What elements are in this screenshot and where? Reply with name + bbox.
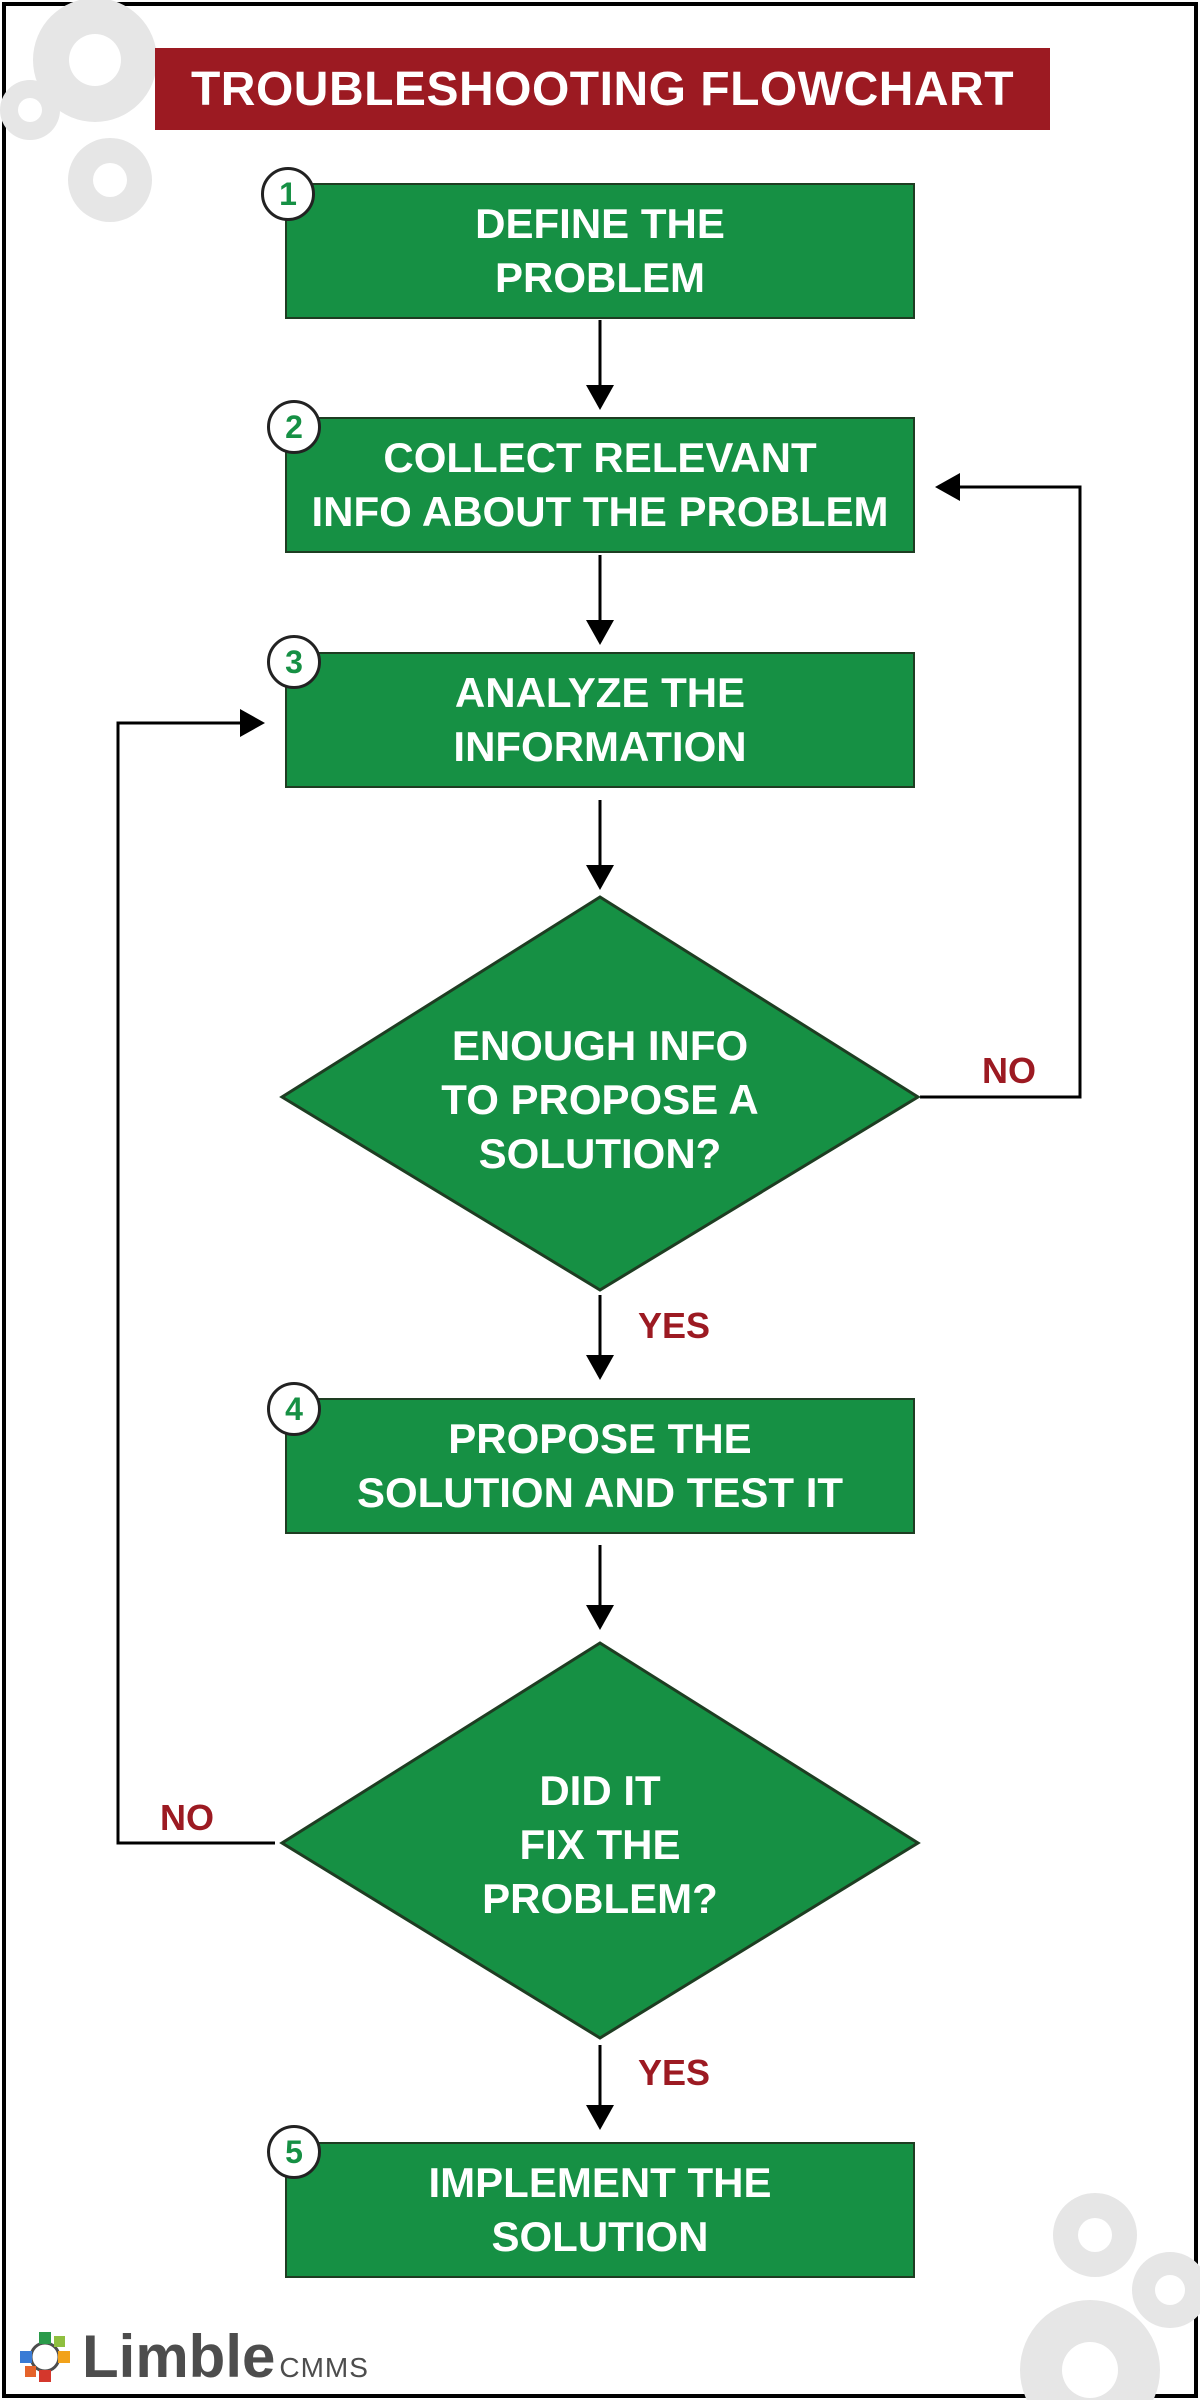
arrow-decision2-yes	[586, 2045, 614, 2130]
arrow-step1-to-step2	[586, 320, 614, 410]
decision2-no-label: NO	[160, 1797, 214, 1838]
step-box-5: IMPLEMENT THE SOLUTION	[285, 2142, 915, 2278]
gear-icon	[1132, 2252, 1200, 2328]
decision-diamond-2	[279, 1641, 921, 2040]
arrow-step2-to-step3	[586, 555, 614, 645]
step-box-4: PROPOSE THE SOLUTION AND TEST IT	[285, 1398, 915, 1534]
decision1-yes-label: YES	[638, 1305, 711, 1346]
step-number-3: 3	[267, 635, 321, 689]
gear-icon	[0, 80, 60, 140]
decision1-no-label: NO	[982, 1050, 1036, 1091]
step-number-2: 2	[267, 400, 321, 454]
limble-logo-icon	[20, 2331, 70, 2382]
logo-suffix: CMMS	[279, 2351, 369, 2383]
step-box-1: DEFINE THE PROBLEM	[285, 183, 915, 319]
arrow-decision1-yes	[586, 1295, 614, 1380]
arrow-decision2-no-loop	[116, 709, 275, 1845]
step-number-4: 4	[267, 1382, 321, 1436]
decision-text-2: DID IT FIX THE PROBLEM?	[482, 1767, 718, 1922]
step-number-5: 5	[267, 2125, 321, 2179]
decision-diamond-1	[279, 895, 921, 1292]
arrow-step4-to-decision2	[586, 1545, 614, 1630]
decision2-yes-label: YES	[638, 2052, 711, 2093]
gear-icon	[1020, 2300, 1160, 2400]
arrow-step3-to-decision1	[586, 800, 614, 890]
decision-text-1: ENOUGH INFO TO PROPOSE A SOLUTION?	[441, 1022, 759, 1177]
logo-name: Limble	[82, 2323, 276, 2390]
gear-icon	[1053, 2193, 1137, 2277]
arrow-decision1-no-loop	[920, 473, 1082, 1099]
limble-logo: Limble CMMS	[18, 2322, 369, 2391]
gear-icon	[33, 0, 157, 122]
step-number-1: 1	[261, 167, 315, 221]
step-box-3: ANALYZE THE INFORMATION	[285, 652, 915, 788]
step-box-2: COLLECT RELEVANT INFO ABOUT THE PROBLEM	[285, 417, 915, 553]
gear-icon	[68, 138, 152, 222]
page-title: TROUBLESHOOTING FLOWCHART	[155, 48, 1050, 130]
